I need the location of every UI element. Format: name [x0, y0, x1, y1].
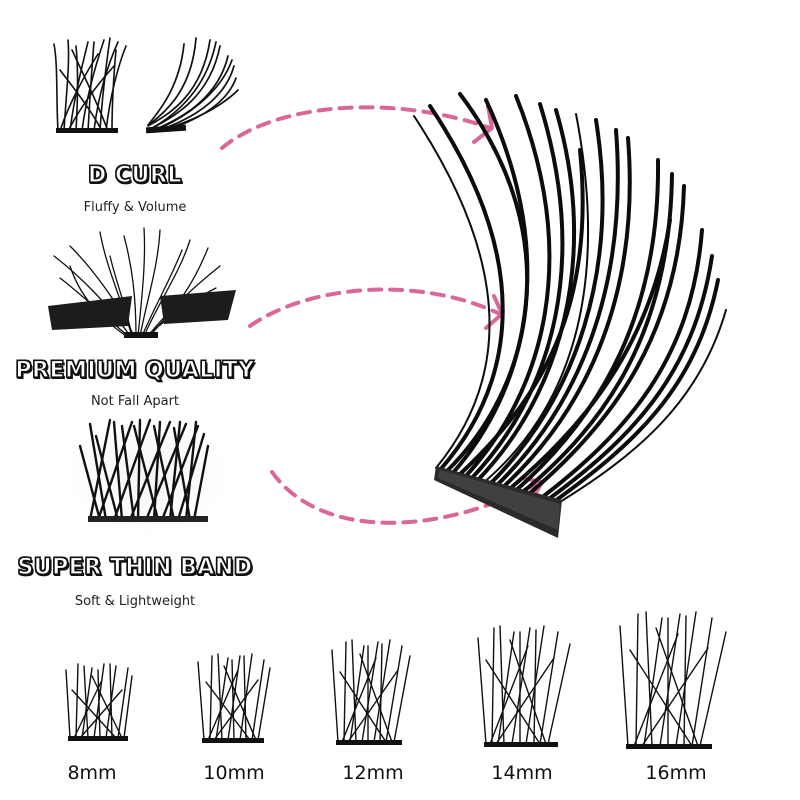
arrow-super-thin-band: [270, 470, 542, 525]
size-label-10mm: 10mm: [203, 762, 265, 784]
size-label-16mm: 16mm: [645, 762, 707, 784]
lash-8mm-image: [65, 663, 133, 741]
arrow-d-curl: [220, 105, 492, 150]
size-label-8mm: 8mm: [67, 762, 117, 784]
feature-title-premium-quality: PREMIUM QUALITY: [15, 357, 255, 383]
lash-16mm-image: [619, 611, 727, 749]
feature-title-d-curl: D CURL: [87, 162, 182, 188]
feature-subtitle-premium-quality: Not Fall Apart: [90, 394, 180, 409]
feature-subtitle-d-curl: Fluffy & Volume: [83, 200, 187, 215]
arrow-premium-quality: [248, 287, 502, 328]
lash-band-closeup-thumbnail: [78, 418, 210, 522]
hero-lash-cluster: [413, 92, 727, 538]
lash-straight-thumbnail: [53, 37, 127, 133]
lash-10mm-image: [197, 653, 271, 743]
size-label-12mm: 12mm: [342, 762, 404, 784]
feature-title-super-thin-band: SUPER THIN BAND: [17, 554, 253, 580]
size-label-14mm: 14mm: [491, 762, 553, 784]
lash-12mm-image: [331, 639, 411, 745]
lash-14mm-image: [477, 625, 571, 747]
lash-tweezer-thumbnail: [48, 227, 236, 338]
feature-subtitle-super-thin-band: Soft & Lightweight: [74, 594, 196, 609]
lash-curl-thumbnail: [145, 37, 239, 134]
